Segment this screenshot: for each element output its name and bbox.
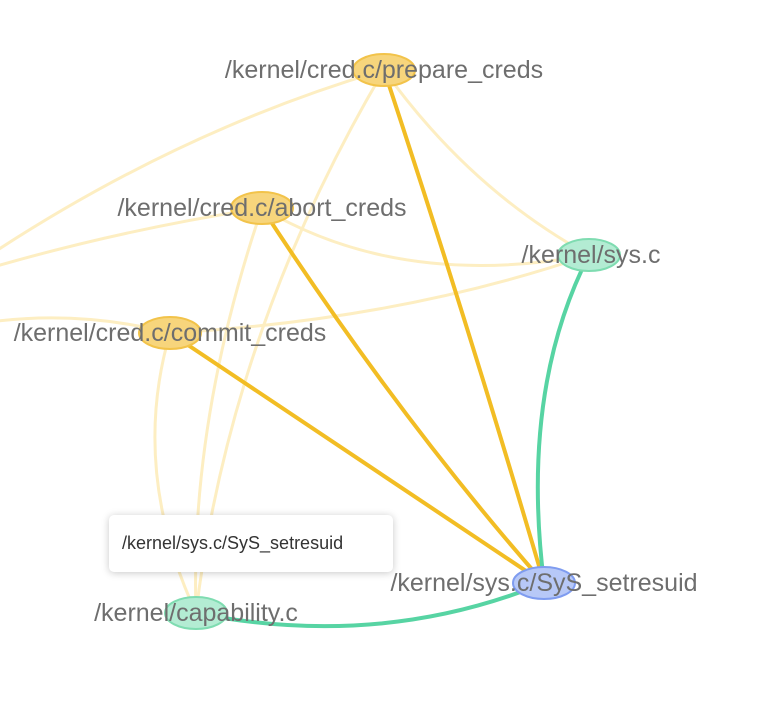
- edge-sys_c-to-sys_setresuid: [535, 253, 591, 585]
- node-label-abort-creds: /kernel/cred.c/abort_creds: [117, 194, 406, 222]
- edge-capability_c-to-sys_setresuid: [194, 581, 546, 629]
- node-prepare-creds[interactable]: [352, 53, 416, 87]
- edge-abort_creds-to-sys_setresuid: [260, 206, 546, 585]
- edge-offscreen-1: [0, 68, 385, 251]
- node-tooltip: /kernel/sys.c/SyS_setresuid: [109, 515, 393, 572]
- edge-prepare_creds-to-sys_setresuid: [382, 68, 546, 585]
- node-label-capability-c: /kernel/capability.c: [94, 599, 298, 627]
- edge-commit_creds-to-sys_setresuid: [168, 331, 546, 585]
- node-label-commit-creds: /kernel/cred.c/commit_creds: [14, 319, 327, 347]
- nodes-layer: [138, 53, 621, 630]
- node-sys-c[interactable]: [557, 238, 621, 272]
- labels-layer: /kernel/cred.c/prepare_creds/kernel/cred…: [14, 56, 698, 627]
- edge-prepare_creds-to-sys_c: [382, 68, 591, 257]
- node-abort-creds[interactable]: [230, 191, 294, 225]
- node-label-prepare-creds: /kernel/cred.c/prepare_creds: [225, 56, 543, 84]
- edge-commit_creds-to-capability_c: [153, 331, 198, 615]
- edges-layer: [0, 68, 591, 629]
- edge-abort_creds-to-sys_c: [260, 206, 591, 267]
- node-commit-creds[interactable]: [138, 316, 202, 350]
- node-sys-setresuid[interactable]: [512, 566, 576, 600]
- node-label-sys-c: /kernel/sys.c: [522, 241, 661, 269]
- edge-offscreen-2: [0, 206, 263, 267]
- edge-commit_creds-to-sys_c: [168, 253, 591, 335]
- tooltip-text: /kernel/sys.c/SyS_setresuid: [122, 533, 344, 553]
- node-capability-c[interactable]: [164, 596, 228, 630]
- node-label-sys-setresuid: /kernel/sys.c/SyS_setresuid: [390, 569, 697, 597]
